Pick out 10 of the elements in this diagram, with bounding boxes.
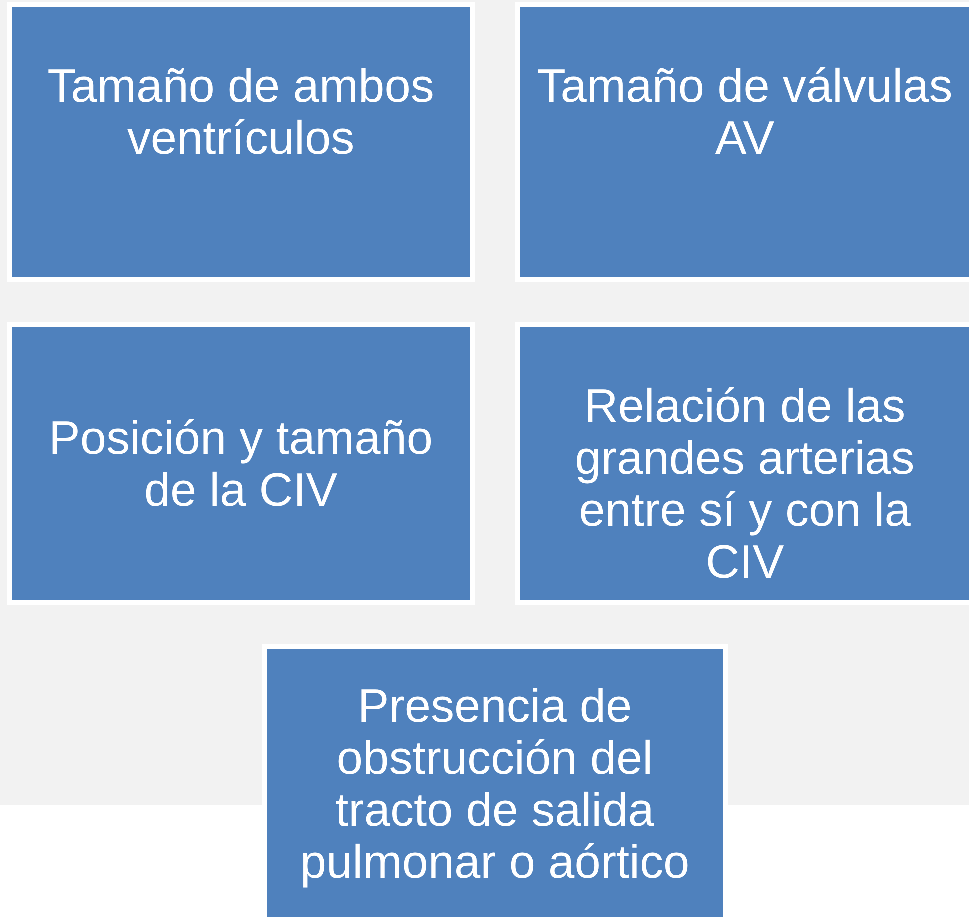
topic-box [7,2,475,282]
box-text: Tamaño de ambos ventrículos [46,60,436,164]
box-text: Relación de las grandes arterias entre sí y con la CIV [574,380,916,588]
box-text: Presencia de obstrucción del tracto de salida pulmonar o aórtico [299,680,691,888]
box-text: Tamaño de válvulas AV [536,60,954,164]
box-text: Posición y tamaño de la CIV [48,412,434,516]
topic-box [515,2,969,282]
topic-box [262,644,728,917]
topic-box [7,322,475,605]
topic-box [515,322,969,605]
